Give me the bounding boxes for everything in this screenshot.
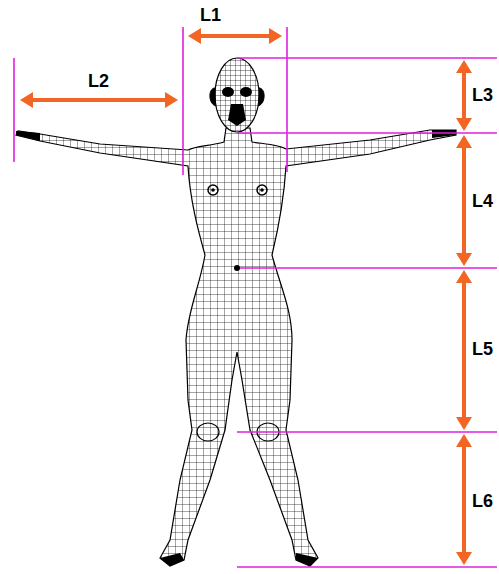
body-mesh	[16, 128, 456, 566]
dimension-label: L1	[200, 6, 221, 24]
hand	[16, 131, 40, 141]
foot	[296, 553, 318, 566]
chest-detail	[257, 185, 267, 195]
hand	[432, 130, 456, 138]
eye	[240, 87, 252, 97]
navel	[234, 265, 240, 271]
head-mesh	[215, 58, 259, 132]
dimension-label: L2	[88, 72, 109, 90]
chest-detail	[211, 188, 215, 192]
ear	[258, 88, 264, 106]
dimension-label: L3	[472, 86, 493, 104]
dimension-arrows	[30, 36, 464, 555]
chest-detail	[260, 188, 264, 192]
dimension-label: L6	[472, 492, 493, 510]
dimension-label: L5	[472, 340, 493, 358]
chest-detail	[208, 185, 218, 195]
arrow-heads	[20, 28, 472, 565]
knee	[197, 423, 219, 441]
reference-lines	[14, 27, 497, 567]
eye	[222, 87, 234, 97]
dimension-label: L4	[472, 192, 493, 210]
ear	[210, 88, 216, 106]
nose-mouth	[228, 104, 246, 126]
foot	[160, 553, 184, 566]
